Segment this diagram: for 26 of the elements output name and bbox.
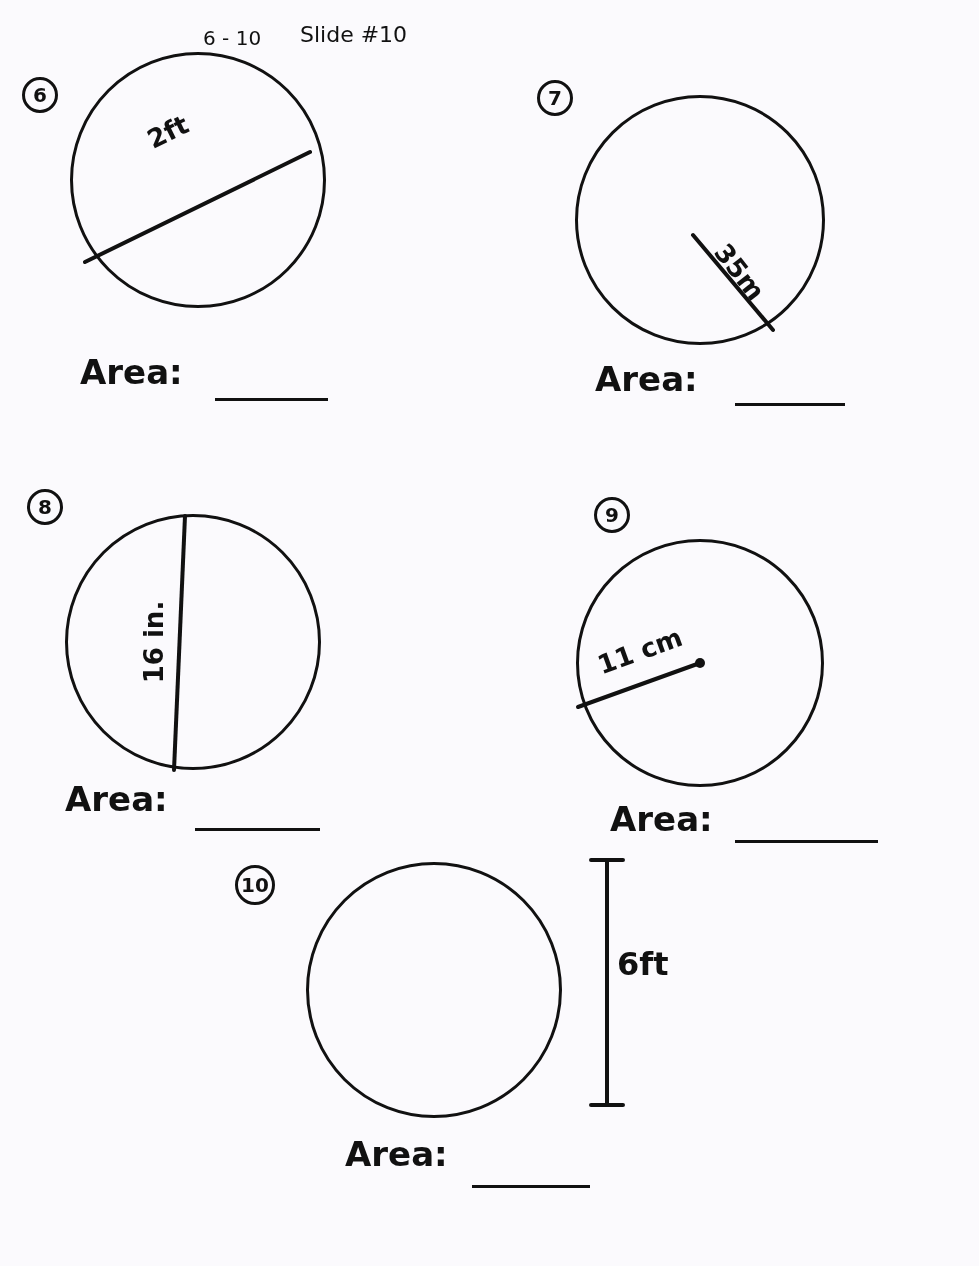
header-text: 6 - 10 <box>203 28 262 48</box>
problem-number-text: 6 <box>33 83 47 107</box>
header-text: Slide #10 <box>300 24 408 46</box>
dimension-label: 6ft <box>617 948 669 980</box>
problem-number <box>594 497 630 533</box>
measurement-label: 2ft <box>142 110 192 153</box>
circle <box>575 95 825 345</box>
problem-number <box>27 489 63 525</box>
area-label: Area: <box>595 362 698 396</box>
area-label: Area: <box>610 802 713 836</box>
area-label: Area: <box>345 1137 448 1171</box>
problem-number <box>22 77 58 113</box>
circle <box>576 539 824 787</box>
problem-number-text: 8 <box>38 495 52 519</box>
measurement-label: 11 cm <box>593 623 686 678</box>
problem-number-text: 10 <box>241 873 269 897</box>
problem-number-text: 9 <box>605 503 619 527</box>
circle <box>65 514 321 770</box>
measurement-label: 16 in. <box>141 600 168 683</box>
problem-number-text: 7 <box>548 86 562 110</box>
area-label: Area: <box>65 782 168 816</box>
circle <box>306 862 562 1118</box>
problem-number <box>537 80 573 116</box>
area-label: Area: <box>80 355 183 389</box>
circle <box>70 52 326 308</box>
problem-number <box>235 865 275 905</box>
